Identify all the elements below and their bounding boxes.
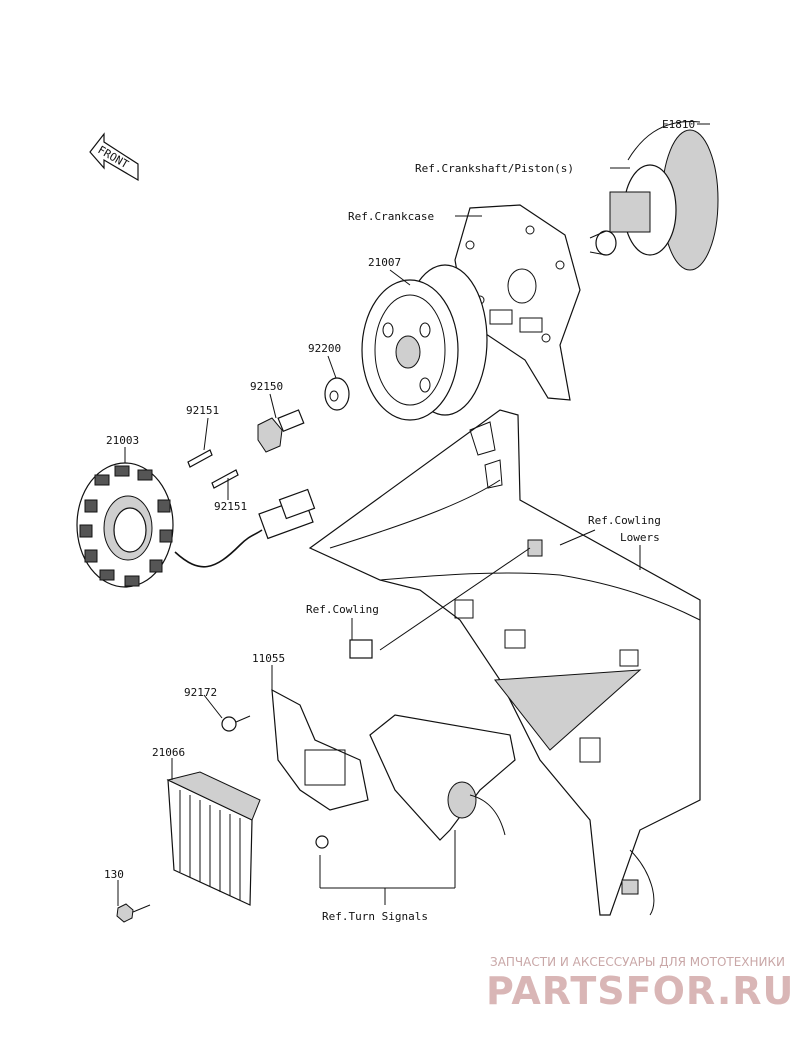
part-label-21007: 21007 — [368, 256, 401, 269]
part-label-92150: 92150 — [250, 380, 283, 393]
part-label-92151-top: 92151 — [186, 404, 219, 417]
front-direction-arrow: FRONT — [89, 132, 139, 182]
ref-label-cowling-lowers-2: Lowers — [620, 531, 660, 544]
ref-label-crankshaft: Ref.Crankshaft/Piston(s) — [415, 162, 574, 175]
part-label-21003: 21003 — [106, 434, 139, 447]
rotor-21007-drawing — [361, 264, 488, 421]
watermark-brand: PARTSFOR.RU — [486, 969, 794, 1013]
cowling-clip-drawing — [349, 539, 543, 659]
leader-lines — [117, 123, 710, 906]
ref-label-crankcase: Ref.Crankcase — [348, 210, 434, 223]
ref-label-turn-signals: Ref.Turn Signals — [322, 910, 428, 923]
bracket-11055-drawing — [271, 688, 369, 811]
bolt-130-drawing — [116, 903, 151, 923]
diagram-code: E1810 — [662, 118, 695, 131]
turn-signal-drawing — [315, 714, 516, 849]
part-label-11055: 11055 — [252, 652, 285, 665]
screw-92172-drawing — [221, 715, 251, 732]
ref-label-cowling-lowers-1: Ref.Cowling — [588, 514, 661, 527]
bolt-92151-drawing — [187, 449, 239, 489]
part-label-21066: 21066 — [152, 746, 185, 759]
bolt-92150-drawing — [257, 409, 305, 453]
stator-21003-drawing — [76, 462, 316, 588]
ref-label-cowling: Ref.Cowling — [306, 603, 379, 616]
washer-92200-drawing — [324, 377, 350, 411]
part-label-92151-bottom: 92151 — [214, 500, 247, 513]
watermark-tagline: ЗАПЧАСТИ И АКСЕССУАРЫ ДЛЯ МОТОТЕХНИКИ — [490, 955, 785, 969]
crankshaft-drawing — [589, 121, 719, 271]
part-label-130: 130 — [104, 868, 124, 881]
regulator-21066-drawing — [166, 771, 261, 906]
cowling-lowers-drawing — [308, 409, 701, 916]
part-label-92172: 92172 — [184, 686, 217, 699]
part-label-92200: 92200 — [308, 342, 341, 355]
